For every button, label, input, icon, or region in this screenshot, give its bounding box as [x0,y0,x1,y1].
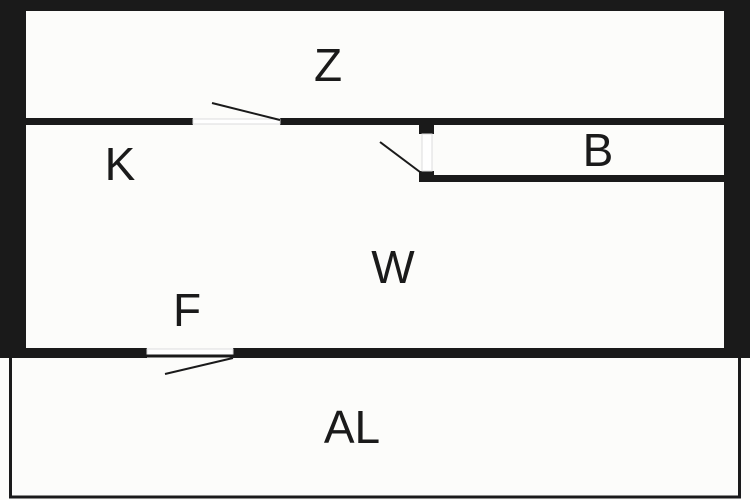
door-swing-al [164,357,234,375]
wall-bottom-left [0,348,147,358]
top-wall [0,0,750,11]
door-opening-z [192,118,281,125]
left-wall [0,0,26,358]
room-label-z: Z [314,39,342,91]
right-wall [724,0,750,358]
wall-bottom-right [233,348,750,358]
wall-z-w [280,118,724,125]
room-label-k: K [105,138,136,190]
door-opening-b [421,133,433,172]
wall-b-bottom [419,175,724,182]
room-al-outline [9,354,741,499]
room-label-al: AL [324,401,380,453]
room-label-w: W [371,241,415,293]
room-label-f: F [173,284,201,336]
door-swing-b [379,141,421,173]
wall-z-k [26,118,193,125]
room-label-b: B [583,124,614,176]
wall-b-top-stub [419,124,434,134]
door-swing-z [211,102,281,121]
